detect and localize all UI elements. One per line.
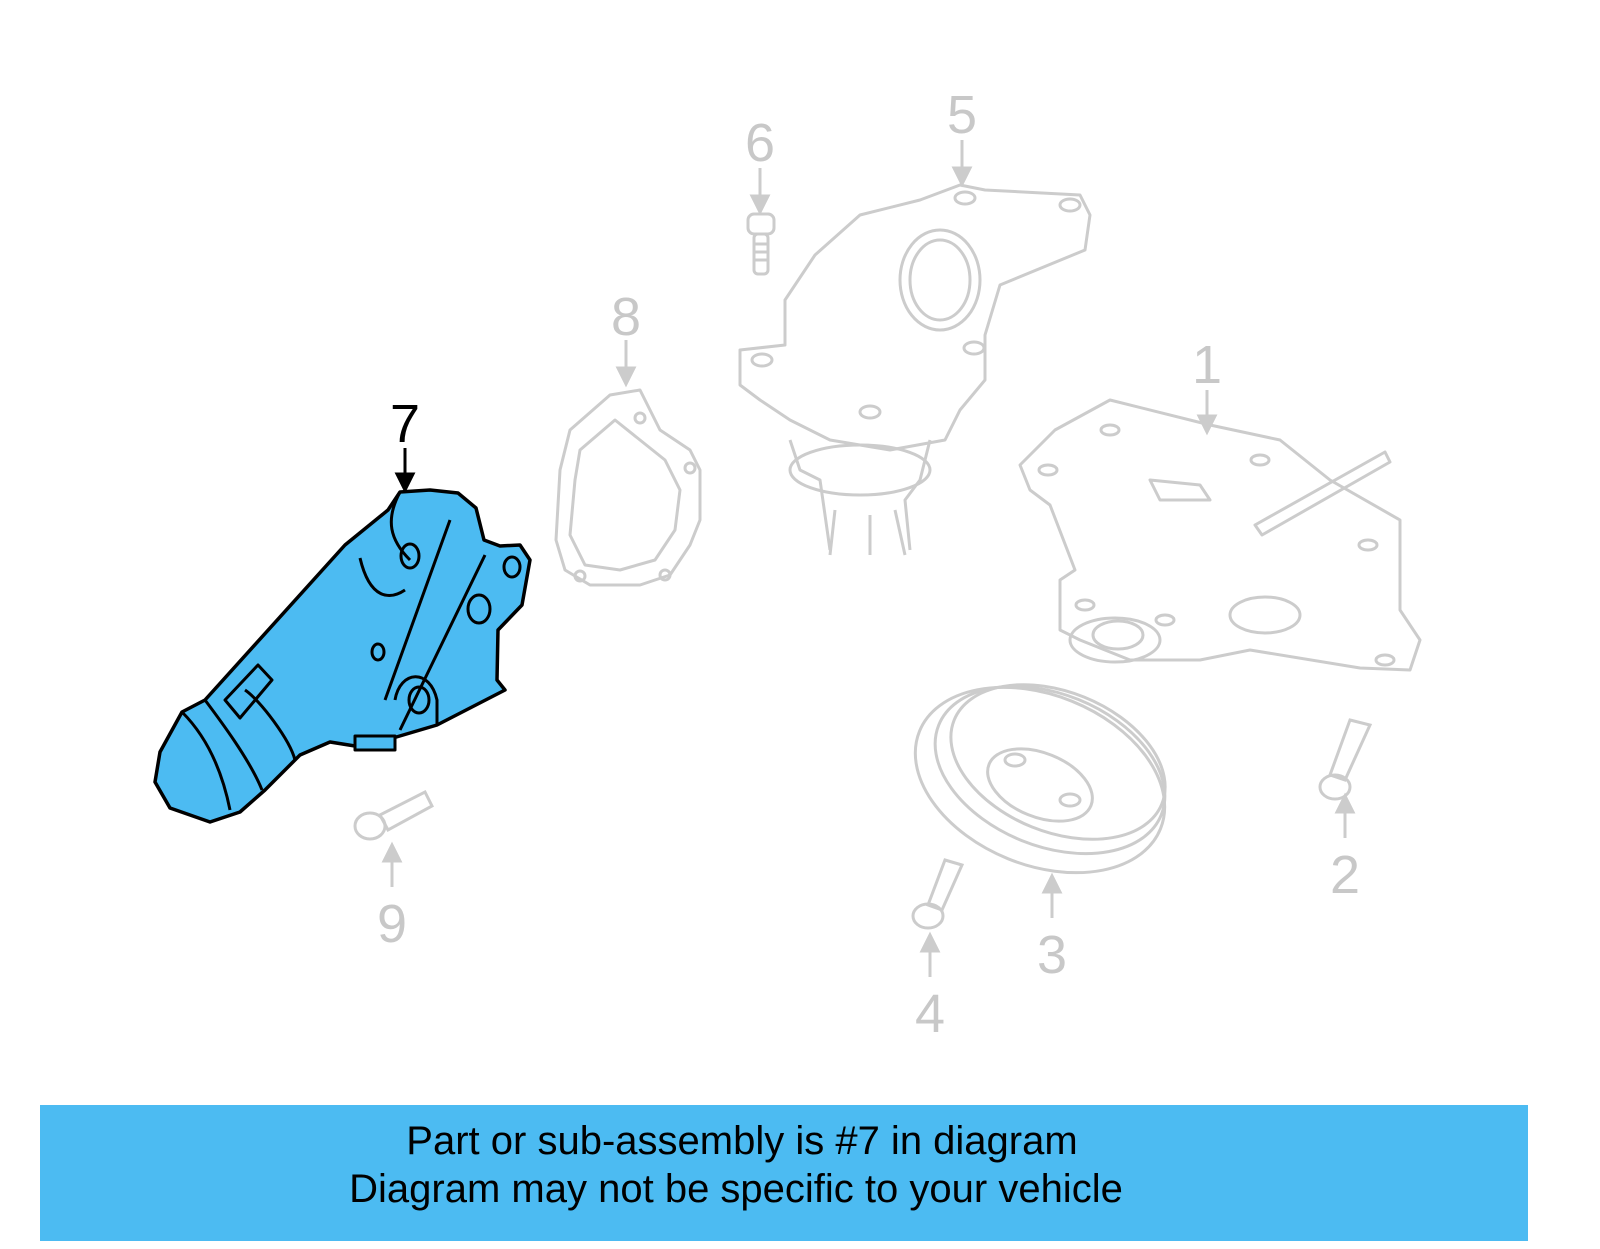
arrow-9 xyxy=(381,841,403,887)
part-1-water-pump[interactable] xyxy=(1018,398,1422,672)
part-4-bolt[interactable] xyxy=(911,858,965,930)
arrow-2 xyxy=(1334,792,1356,838)
callout-6[interactable]: 6 xyxy=(744,113,776,173)
arrow-5 xyxy=(951,140,973,188)
part-7-thermostat-housing[interactable] xyxy=(153,488,532,824)
part-9-bolt[interactable] xyxy=(353,789,434,841)
part-2-bolt[interactable] xyxy=(1318,718,1373,801)
callout-5[interactable]: 5 xyxy=(946,85,978,145)
callout-3[interactable]: 3 xyxy=(1036,925,1068,985)
arrow-8 xyxy=(615,340,637,388)
part-8-gasket[interactable] xyxy=(554,388,702,587)
arrow-4 xyxy=(919,931,941,977)
callout-1[interactable]: 1 xyxy=(1191,335,1223,395)
callout-7[interactable]: 7 xyxy=(389,394,421,454)
part-3-pulley[interactable] xyxy=(888,652,1193,907)
part-5-outlet-housing[interactable] xyxy=(738,183,1092,556)
callout-9[interactable]: 9 xyxy=(376,894,408,954)
parts-diagram xyxy=(153,140,1422,977)
callout-4[interactable]: 4 xyxy=(914,984,946,1044)
arrow-7 xyxy=(394,448,416,494)
part-6-bolt[interactable] xyxy=(746,212,776,276)
callout-arrows xyxy=(381,140,1356,977)
banner-line-disclaimer: Diagram may not be specific to your vehi… xyxy=(349,1167,1123,1211)
callout-2[interactable]: 2 xyxy=(1329,845,1361,905)
banner-line-part-number: Part or sub-assembly is #7 in diagram xyxy=(406,1119,1078,1163)
info-banner: Part or sub-assembly is #7 in diagram Di… xyxy=(40,1105,1528,1241)
arrow-3 xyxy=(1041,872,1063,918)
arrow-6 xyxy=(749,168,771,216)
callout-8[interactable]: 8 xyxy=(610,287,642,347)
arrow-1 xyxy=(1196,390,1218,436)
